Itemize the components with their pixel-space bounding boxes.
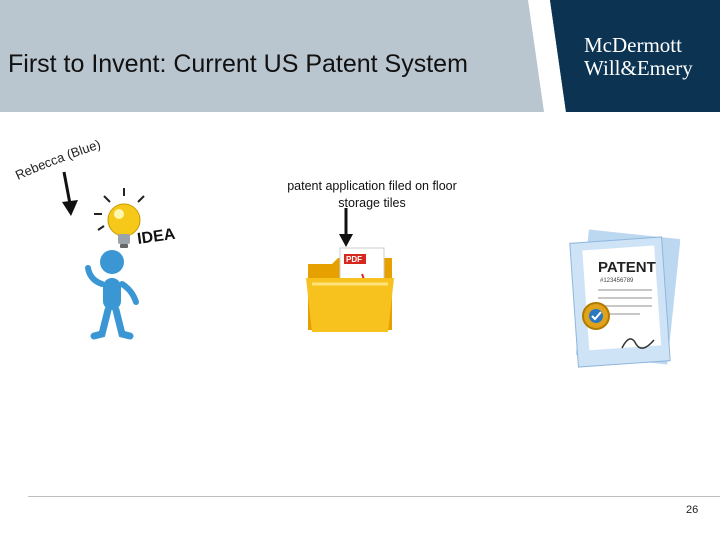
logo-line-2: Will&Emery (584, 56, 693, 80)
slide-title: First to Invent: Current US Patent Syste… (8, 50, 468, 78)
idea-text: IDEA (136, 226, 177, 248)
logo-line-1: McDermott (584, 33, 682, 57)
rebecca-label: Rebecca (Blue) (13, 137, 102, 183)
patent-certificate-icon: PATENT #123456789 (569, 229, 680, 368)
pdf-label: PDF (346, 255, 362, 264)
filed-caption-line-1: patent application filed on floor (287, 179, 457, 193)
patent-title: PATENT (598, 259, 656, 276)
filed-caption: patent application filed on floor storag… (262, 178, 482, 212)
company-logo: McDermott Will&Emery (584, 34, 693, 80)
arrow-down-icon (62, 171, 78, 216)
logo-band (548, 0, 720, 112)
footer-divider (28, 496, 720, 497)
header-band (0, 0, 560, 112)
arrow-down-icon (339, 208, 353, 247)
light-bulb-icon: IDEA (94, 188, 177, 248)
stick-figure-icon (85, 250, 139, 340)
patent-number: #123456789 (600, 278, 634, 284)
filed-caption-line-2: storage tiles (338, 196, 406, 210)
pdf-folder-icon: PDF (306, 247, 394, 332)
header-divider (528, 0, 568, 112)
page-number: 26 (686, 504, 699, 516)
